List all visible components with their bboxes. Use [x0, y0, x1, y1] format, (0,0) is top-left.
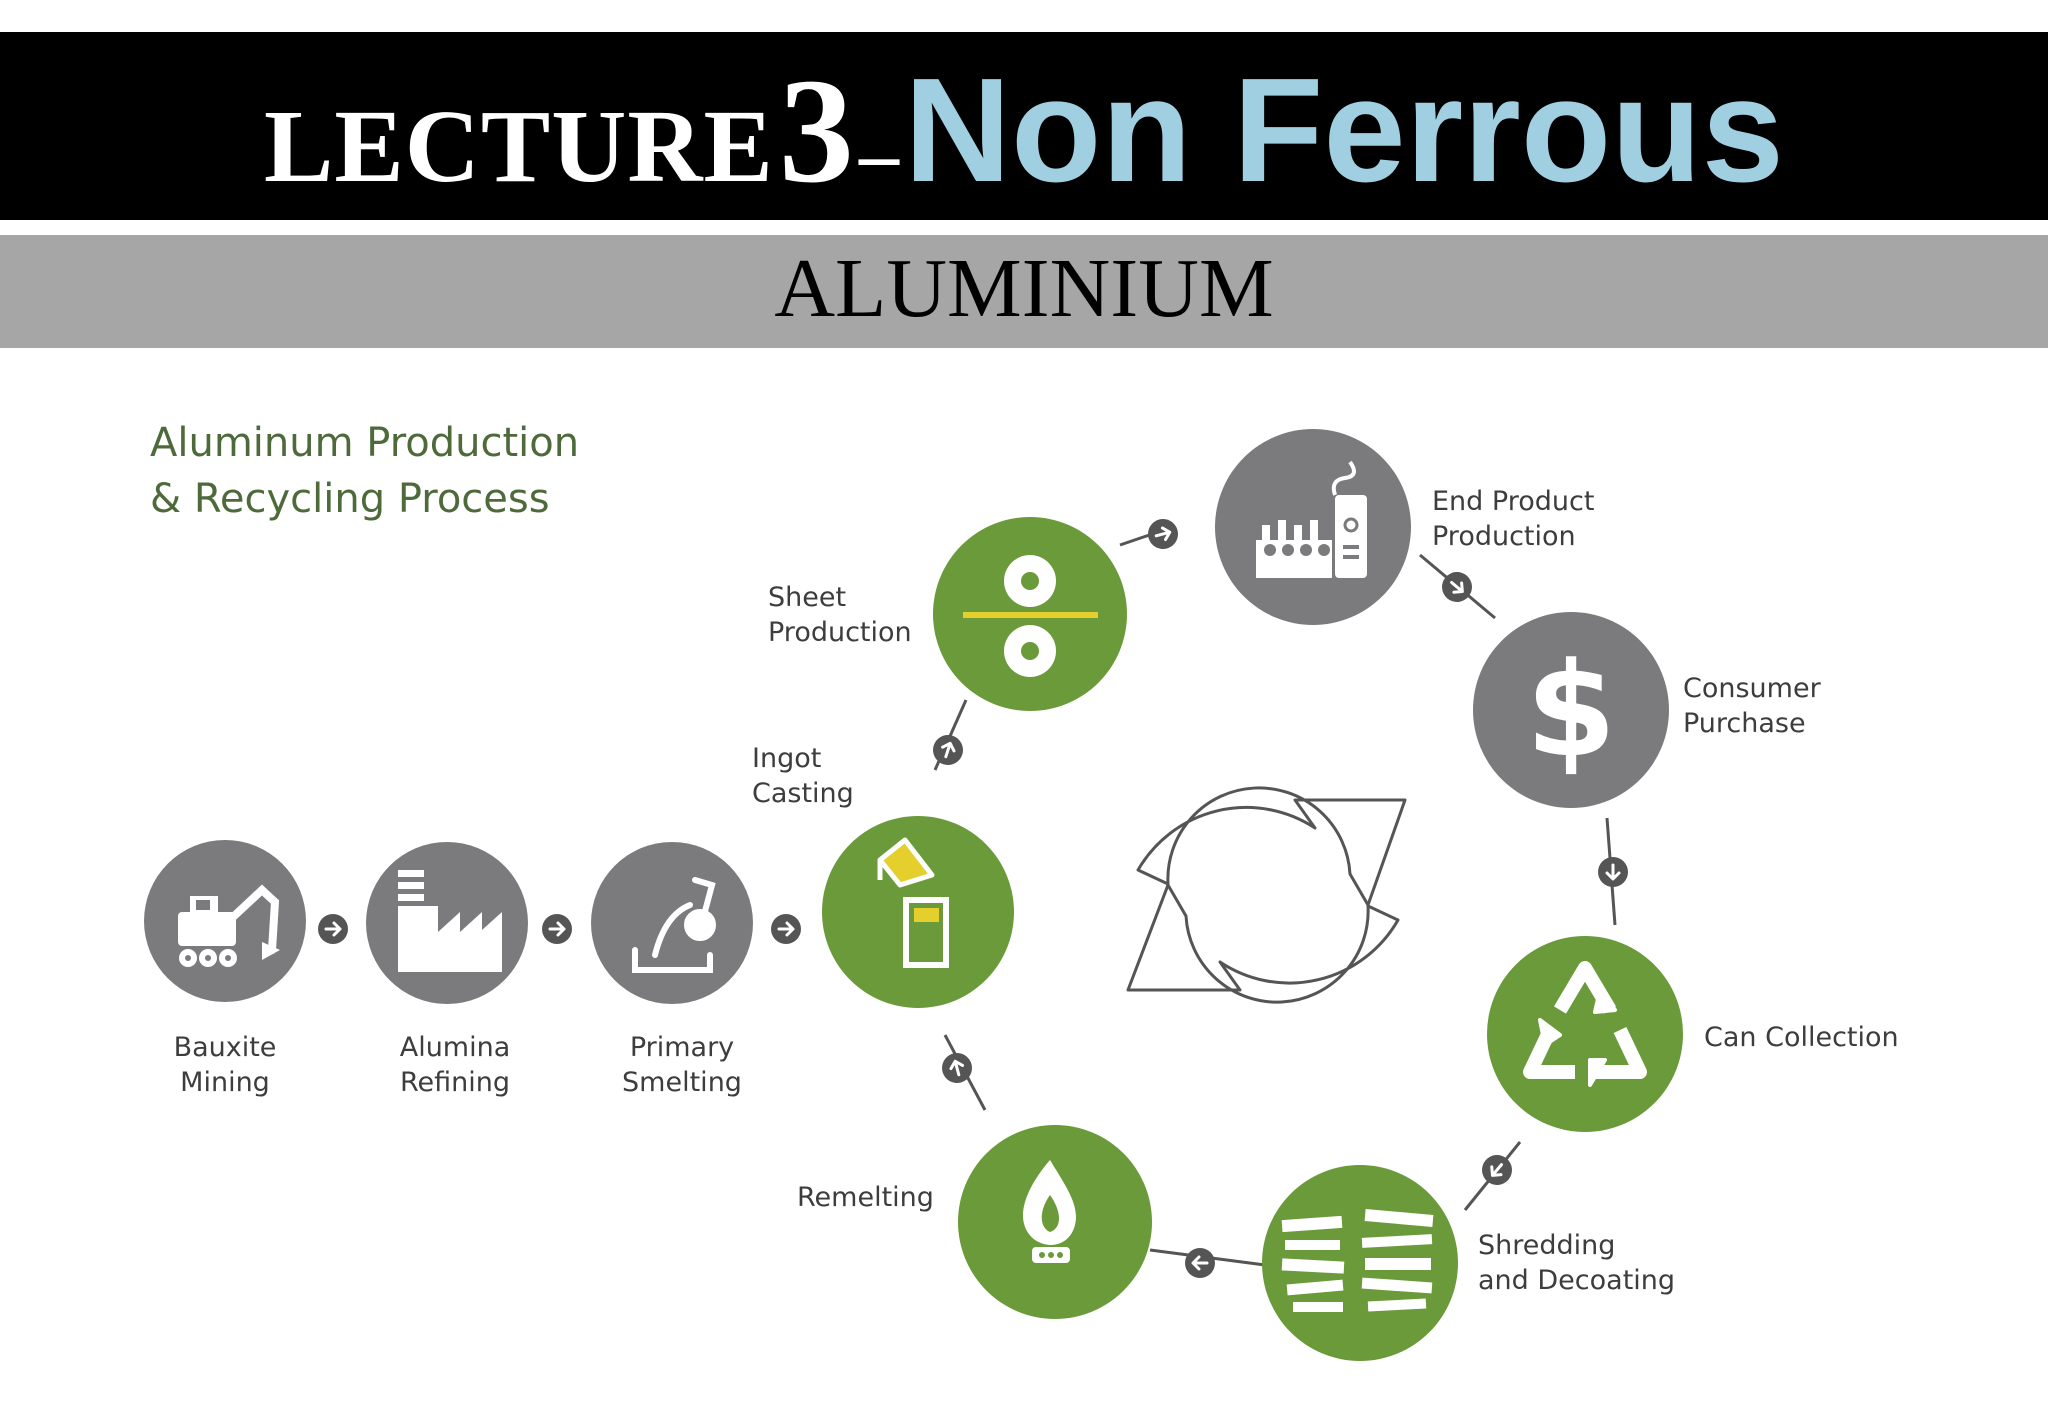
- smelting-icon: [632, 877, 716, 973]
- lecture-word: LECTURE: [264, 89, 774, 204]
- label-end-product-production-line1: End Product: [1432, 486, 1595, 517]
- step-end-product-production: [1215, 429, 1411, 625]
- arrow-bauxite-to-alumina: [316, 912, 350, 946]
- label-consumer-purchase-line2: Purchase: [1683, 708, 1806, 739]
- label-can-collection-line1: Can Collection: [1704, 1022, 1899, 1053]
- step-remelting: [958, 1125, 1152, 1319]
- label-primary-smelting-line1: Primary: [629, 1032, 735, 1063]
- subtitle-bar: [0, 235, 2048, 348]
- label-bauxite-mining: Bauxite Mining: [165, 1030, 285, 1100]
- label-sheet-production: Sheet Production: [768, 580, 912, 650]
- arrow-collection-to-shredding: [1474, 1147, 1520, 1193]
- label-primary-smelting: Primary Smelting: [612, 1030, 752, 1100]
- arrow-shredding-to-remelting: [1183, 1246, 1217, 1280]
- label-ingot-casting-line2: Casting: [752, 778, 854, 809]
- step-primary-smelting: [591, 842, 753, 1004]
- refinery-icon: [398, 870, 502, 972]
- flame-icon: [1023, 1160, 1076, 1263]
- lecture-number: 3: [778, 48, 854, 214]
- diagram-title-line2: & Recycling Process: [150, 476, 550, 522]
- rollers-icon: [963, 555, 1098, 677]
- label-remelting-line1: Remelting: [797, 1182, 934, 1213]
- label-end-product-production: End Product Production: [1432, 484, 1594, 554]
- label-sheet-production-line1: Sheet: [768, 582, 847, 613]
- label-consumer-purchase-line1: Consumer: [1683, 673, 1821, 704]
- label-bauxite-mining-line1: Bauxite: [173, 1032, 277, 1063]
- label-bauxite-mining-line2: Mining: [180, 1067, 270, 1098]
- arrow-consumer-to-collection: [1596, 855, 1630, 889]
- factory-icon: [1256, 460, 1367, 578]
- label-can-collection: Can Collection: [1704, 1020, 1899, 1055]
- step-alumina-refining: [366, 842, 528, 1004]
- label-consumer-purchase: Consumer Purchase: [1683, 671, 1821, 741]
- label-alumina-refining-line2: Refining: [399, 1067, 511, 1098]
- lecture-topic: Non Ferrous: [904, 48, 1784, 213]
- step-ingot-casting: [822, 816, 1014, 1008]
- diagram-title: Aluminum Production & Recycling Process: [150, 415, 579, 527]
- title-dash: –: [859, 111, 900, 199]
- label-alumina-refining-line1: Alumina: [399, 1032, 511, 1063]
- label-end-product-production-line2: Production: [1432, 521, 1576, 552]
- excavator-icon: [178, 884, 280, 967]
- dollar-icon: $: [1526, 634, 1616, 786]
- arrow-casting-to-sheet: [927, 729, 969, 771]
- arrow-sheet-to-end-product: [1143, 514, 1183, 554]
- cycle-arrows-icon: [1126, 786, 1407, 1004]
- step-can-collection: [1487, 936, 1683, 1132]
- label-primary-smelting-line2: Smelting: [622, 1067, 742, 1098]
- step-consumer-purchase: $: [1473, 612, 1669, 808]
- step-sheet-production: [933, 517, 1127, 711]
- label-shredding-decoating: Shredding and Decoating: [1478, 1228, 1675, 1298]
- arrow-smelting-to-casting: [769, 912, 803, 946]
- label-shredding-decoating-line1: Shredding: [1478, 1230, 1616, 1261]
- diagram-title-line1: Aluminum Production: [150, 420, 580, 466]
- step-shredding-decoating: [1262, 1165, 1458, 1361]
- shredding-icon: [1281, 1209, 1434, 1312]
- ingot-casting-icon: [877, 837, 949, 968]
- arrow-alumina-to-smelting: [540, 912, 574, 946]
- recycle-icon: [1523, 961, 1647, 1087]
- step-bauxite-mining: [144, 840, 306, 1002]
- title-bar: [0, 32, 2048, 220]
- label-shredding-decoating-line2: and Decoating: [1478, 1265, 1676, 1296]
- label-alumina-refining: Alumina Refining: [385, 1030, 525, 1100]
- lecture-title: LECTURE 3 – Non Ferrous: [0, 45, 2048, 217]
- label-remelting: Remelting: [797, 1180, 934, 1215]
- label-sheet-production-line2: Production: [768, 617, 912, 648]
- label-ingot-casting-line1: Ingot: [752, 743, 822, 774]
- label-ingot-casting: Ingot Casting: [752, 741, 854, 811]
- subtitle: ALUMINIUM: [774, 242, 1274, 335]
